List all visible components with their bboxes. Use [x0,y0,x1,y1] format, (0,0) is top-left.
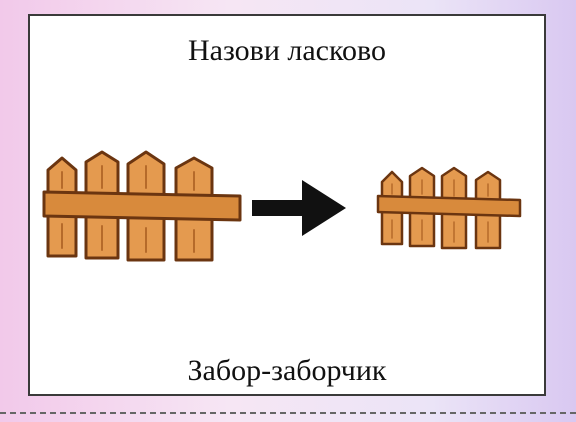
arrow-right-icon [252,180,346,236]
page-title: Назови ласково [188,34,386,67]
small-fence-image [376,166,522,250]
dashed-divider [0,412,576,414]
card: Назови ласково Забор-заборчик [28,14,546,396]
caption: Забор-заборчик [187,354,387,387]
large-fence-image [42,150,242,262]
